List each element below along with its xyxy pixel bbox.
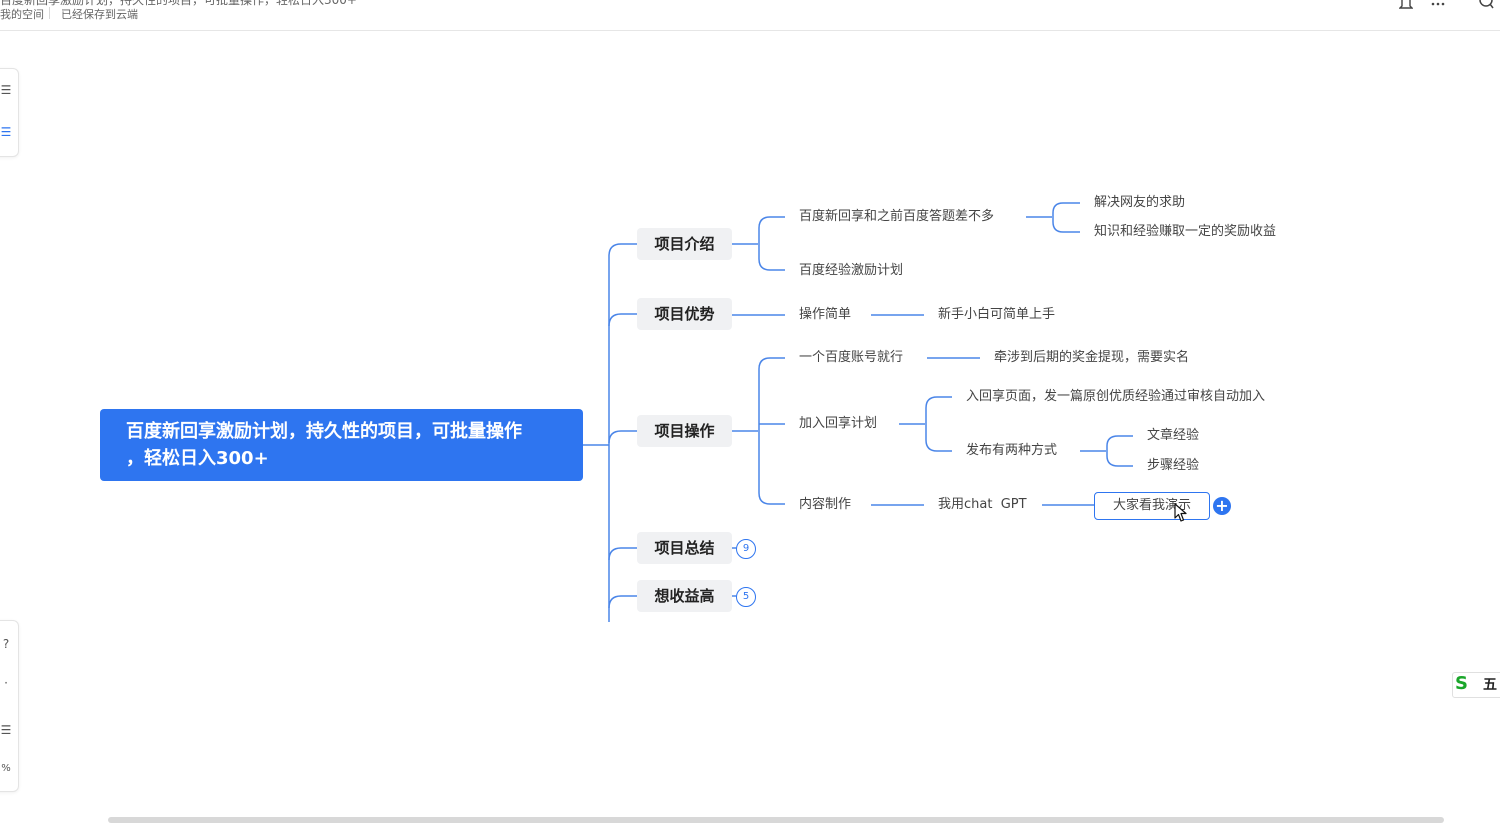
topic-node[interactable]: 百度新回享和之前百度答题差不多 [799,209,995,224]
root-node-line-1: 百度新回享激励计划，持久性的项目，可批量操作 [126,421,522,442]
branch-node-summary[interactable]: 项目总结 [637,532,732,564]
topic-node[interactable]: 加入回享计划 [799,416,878,431]
topic-node[interactable]: 入回享页面，发一篇原创优质经验通过审核自动加入 [966,389,1266,404]
branch-node-operation[interactable]: 项目操作 [637,415,732,447]
topic-node[interactable]: 发布有两种方式 [966,443,1058,458]
topic-node[interactable]: 文章经验 [1147,428,1200,443]
topic-node[interactable]: 解决网友的求助 [1094,195,1186,210]
help-icon[interactable]: ? [2,637,10,651]
topic-node[interactable]: 牵涉到后期的奖金提现，需要实名 [994,350,1190,365]
branch-node-intro[interactable]: 项目介绍 [637,228,732,260]
topic-node[interactable]: 步骤经验 [1147,458,1200,473]
topic-node[interactable]: 我用chat GPT [938,497,1027,512]
add-child-button[interactable]: + [1213,497,1231,515]
bell-icon[interactable] [1398,0,1414,14]
horizontal-scrollbar[interactable] [108,817,1444,823]
topic-node[interactable]: 新手小白可简单上手 [938,307,1056,322]
top-bar: 百度新回享激励计划，持久性的项目，可批量操作，轻松日入300+ 我的空间 已经保… [0,0,1500,31]
root-node[interactable]: 百度新回享激励计划，持久性的项目，可批量操作 ，轻松日入300+ [100,409,583,481]
save-status: 已经保存到云端 [61,8,138,21]
ime-mode-label: 五 [1483,677,1497,693]
ime-indicator[interactable]: S 五 [1452,672,1500,698]
branch-node-advantages[interactable]: 项目优势 [637,298,732,330]
more-options-icon[interactable] [1430,0,1446,14]
topic-node[interactable]: 操作简单 [799,307,852,322]
ime-logo-icon: S [1455,673,1468,694]
topic-node[interactable]: 内容制作 [799,497,852,512]
divider [49,7,50,19]
dot-icon[interactable]: · [4,676,8,690]
left-toolbar-bottom: ? · ☰ % [0,620,19,792]
collapsed-count-badge[interactable]: 9 [736,539,756,559]
branch-node-higher-income[interactable]: 想收益高 [637,580,732,612]
root-node-line-2: ，轻松日入300+ [126,448,269,469]
zoom-icon[interactable]: % [1,763,11,774]
list-icon[interactable]: ☰ [0,125,12,139]
editing-topic-node[interactable]: 大家看我演示 [1094,492,1210,520]
mouse-cursor-icon [1174,503,1187,522]
outline-icon[interactable]: ☰ [0,83,12,97]
left-toolbar-top: ☰ ☰ [0,68,19,157]
menu-icon[interactable]: ☰ [0,723,12,737]
search-icon[interactable] [1478,0,1494,14]
breadcrumb-my-space[interactable]: 我的空间 [0,8,44,21]
topic-node[interactable]: 一个百度账号就行 [799,350,904,365]
collapsed-count-badge[interactable]: 5 [736,587,756,607]
topic-node[interactable]: 知识和经验赚取一定的奖励收益 [1094,224,1277,239]
document-title: 百度新回享激励计划，持久性的项目，可批量操作，轻松日入300+ [0,0,357,7]
topic-node[interactable]: 百度经验激励计划 [799,263,904,278]
